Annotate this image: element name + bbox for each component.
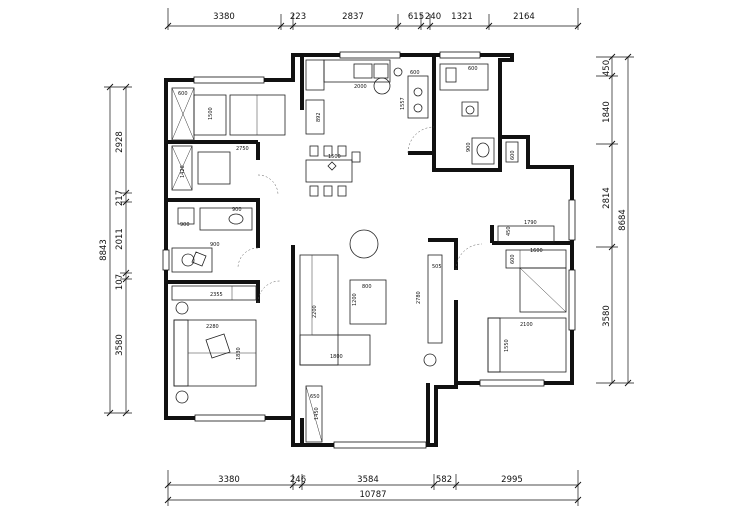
bottom-dim-4: 582	[436, 475, 452, 485]
left-dim-4: 107	[115, 274, 125, 290]
tv-depth-label: 505	[432, 264, 442, 270]
right-dimension-chain: 450 1840 2814 3580 8684	[596, 53, 634, 387]
right-dim-total: 8684	[618, 209, 628, 231]
top-dimension-chain: 3380 223 2837 615 240 1321 2164	[164, 8, 582, 30]
master-bed-width-label: 2280	[206, 324, 219, 330]
right-dim-4: 3580	[602, 305, 612, 327]
top-dim-4: 615	[408, 12, 424, 22]
walls	[164, 53, 574, 447]
top-dim-2: 223	[290, 12, 306, 22]
left-dim-1: 2928	[115, 131, 125, 153]
bath-a-width-label: 900	[232, 207, 242, 213]
master-bed-length-label: 1830	[236, 347, 242, 360]
bath-a-depth-label: 900	[180, 222, 190, 228]
desk-width-label: 2750	[236, 146, 249, 152]
bedroom-b-depth-label: 450	[506, 226, 512, 236]
kitchen: 2000 892 1557 600	[305, 59, 435, 154]
top-dim-1: 3380	[213, 12, 235, 22]
right-dim-3: 2814	[602, 187, 612, 209]
kitchen-depth-label: 600	[410, 70, 420, 76]
sofa-width-label: 1800	[330, 354, 343, 360]
bath-b-width-label: 600	[468, 66, 478, 72]
bath-b-cabinet-label: 600	[510, 150, 516, 160]
bathroom-a: 900 900 900	[171, 207, 259, 273]
sofa-length-label: 2200	[312, 305, 318, 318]
balcony-length-label: 1450	[314, 407, 320, 420]
left-dim-2: 217	[115, 190, 125, 206]
bath-b-vanity-label: 900	[466, 142, 472, 152]
bath-a-sink-label: 900	[210, 242, 220, 248]
dining-table-label: 1500	[328, 154, 341, 160]
dining-area: 1500	[305, 145, 361, 197]
kitchen-side-label: 892	[316, 112, 322, 122]
left-dim-3: 2011	[115, 228, 125, 250]
right-dim-1: 450	[602, 60, 612, 76]
desk-depth-label: 1420	[180, 165, 186, 178]
bottom-dim-1: 3380	[218, 475, 240, 485]
bottom-dim-2: 246	[290, 475, 306, 485]
bathroom-b: 600 900 600	[439, 63, 519, 165]
tea-table-width-label: 800	[362, 284, 372, 290]
top-dim-6: 1321	[451, 12, 473, 22]
bedroom-b-wardrobe-label: 1600	[530, 248, 543, 254]
left-dim-total: 8843	[99, 239, 109, 261]
bedroom-b-wardrobe-depth-label: 600	[510, 254, 516, 264]
wardrobe-a-depth-label: 600	[178, 91, 188, 97]
left-dim-5: 3580	[115, 334, 125, 356]
top-dim-7: 2164	[513, 12, 535, 22]
living-room: 2200 1800 800 1200 2780 505	[299, 229, 443, 367]
bottom-dim-total: 10787	[359, 490, 386, 500]
bottom-dimension-chain: 3380 246 3584 582 2995 10787	[164, 470, 582, 506]
windows	[162, 51, 576, 449]
bedroom-right: 1790 450 1600 600 2100 1550	[455, 220, 567, 373]
bottom-dim-3: 3584	[357, 475, 379, 485]
balcony: 650 1450	[305, 385, 323, 443]
top-dim-5: 240	[425, 12, 441, 22]
left-dimension-chain: 8843 2928 217 2011 107 3580	[99, 83, 132, 417]
top-dim-3: 2837	[342, 12, 364, 22]
bedroom-b-bed-label: 2100	[520, 322, 533, 328]
wardrobe-a-width-label: 1500	[208, 107, 214, 120]
tv-cabinet-label: 2780	[416, 291, 422, 304]
balcony-cabinet-label: 650	[310, 394, 320, 400]
tea-table-length-label: 1200	[352, 293, 358, 306]
master-wardrobe-label: 2355	[210, 292, 223, 298]
bottom-dim-5: 2995	[501, 475, 523, 485]
bedroom-top-left: 600 1500 2750 1420	[171, 87, 286, 196]
stove-run-label: 1557	[400, 97, 406, 110]
bedroom-b-bed-length-label: 1550	[504, 339, 510, 352]
master-bedroom: 2355 2280 1830	[171, 280, 281, 404]
bedroom-b-cabinet-label: 1790	[524, 220, 537, 226]
kitchen-counter-label: 2000	[354, 84, 367, 90]
right-dim-2: 1840	[602, 101, 612, 123]
